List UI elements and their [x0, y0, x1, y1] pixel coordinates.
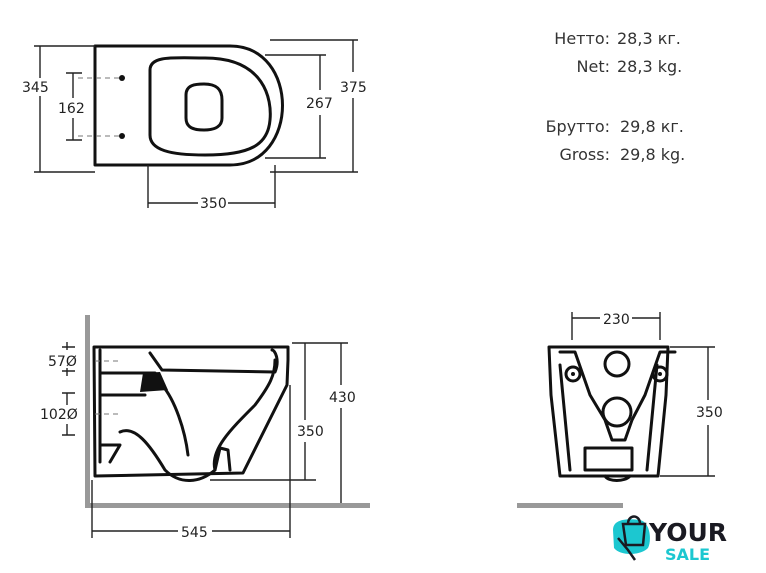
front-floor — [517, 503, 623, 508]
dim-230: 230 — [603, 312, 630, 328]
dim-57: 57Ø — [48, 354, 77, 370]
netto-en-value: 28,3 kg. — [617, 57, 682, 76]
top-view: 345 162 375 267 350 — [22, 39, 367, 212]
dim-345: 345 — [22, 80, 49, 96]
dim-162: 162 — [58, 101, 85, 117]
dim-430: 430 — [329, 390, 356, 406]
weights: Нетто: 28,3 кг. Net: 28,3 kg. Брутто: 29… — [546, 29, 686, 164]
brutto-en-value: 29,8 kg. — [620, 145, 685, 164]
netto-ru-label: Нетто: — [554, 29, 610, 48]
wall — [85, 315, 90, 508]
dim-350-top: 350 — [200, 196, 227, 212]
brutto-en-label: Gross: — [560, 145, 610, 164]
logo-sale: SALE — [665, 545, 710, 564]
dim-375: 375 — [340, 80, 367, 96]
dim-545: 545 — [181, 525, 208, 541]
netto-en-label: Net: — [577, 57, 610, 76]
floor — [85, 503, 370, 508]
brutto-ru-label: Брутто: — [546, 117, 610, 136]
brutto-ru-value: 29,8 кг. — [620, 117, 684, 136]
front-view: 230 350 — [517, 312, 723, 508]
netto-ru-value: 28,3 кг. — [617, 29, 681, 48]
logo-your: YOUR — [648, 518, 727, 547]
dim-350-side: 350 — [297, 424, 324, 440]
dim-102: 102Ø — [40, 407, 78, 423]
dim-267: 267 — [306, 96, 333, 112]
dim-350-front: 350 — [696, 405, 723, 421]
side-view: 57Ø 102Ø 430 350 545 — [40, 315, 370, 541]
yoursale-logo: YOUR SALE — [613, 515, 727, 564]
